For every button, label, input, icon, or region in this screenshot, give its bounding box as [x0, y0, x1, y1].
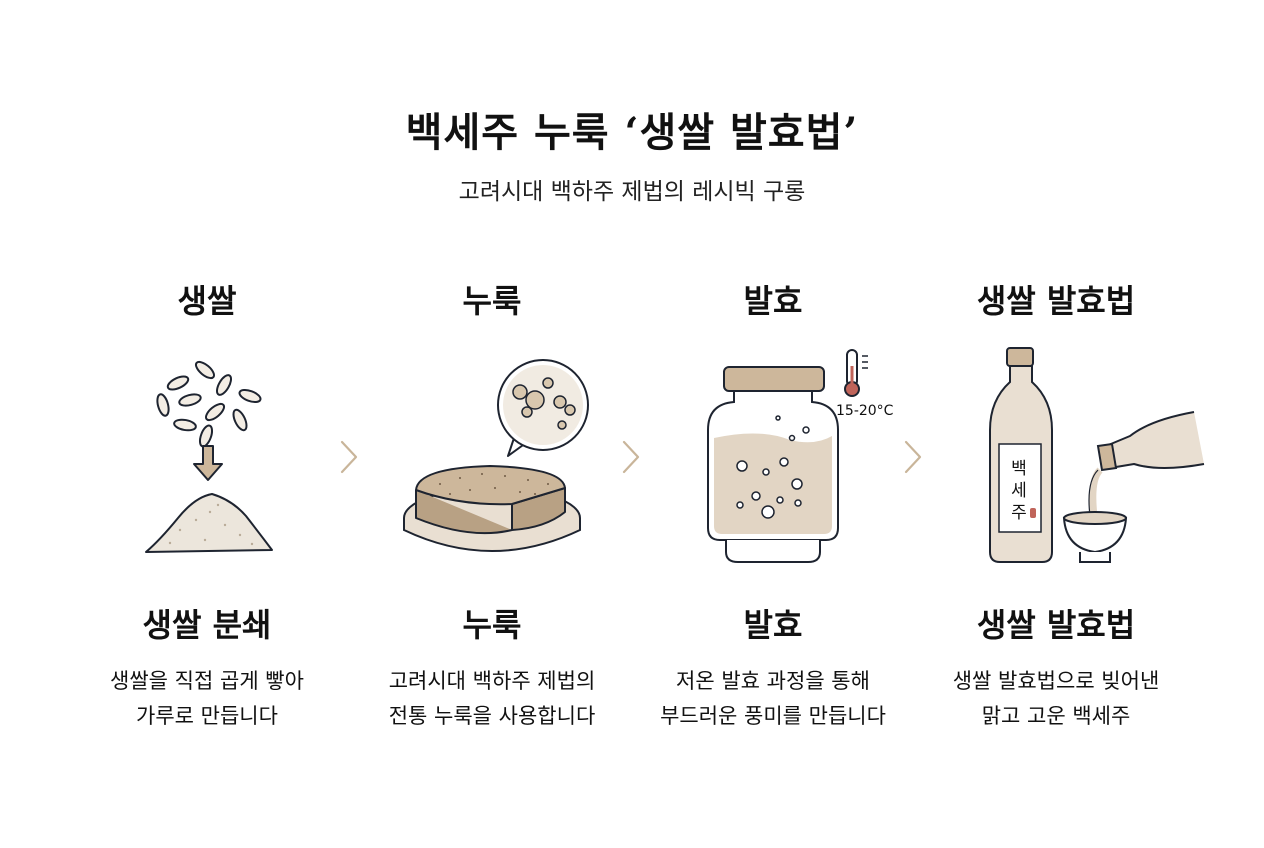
step-description-line: 생쌀 발효법으로 빚어낸	[952, 669, 1160, 693]
bottle-icon	[989, 347, 1053, 563]
step-title-2: 누룩	[462, 282, 522, 320]
step-title-3: 발효	[743, 282, 803, 320]
step-description-line: 맑고 고운 백세주	[981, 704, 1131, 728]
step-description-4: 생쌀 발효법으로 빚어낸 맑고 고운 백세주	[906, 664, 1206, 734]
step-description-line: 생쌀을 직접 곱게 빻아	[110, 669, 304, 693]
step-description-line: 가루로 만듭니다	[136, 704, 278, 728]
down-arrow-icon	[193, 445, 223, 481]
chevron-right-icon	[340, 440, 358, 474]
step-description-line: 고려시대 백하주 제법의	[388, 669, 596, 693]
rice-grains-icon	[156, 360, 262, 448]
cup-icon	[1062, 511, 1128, 563]
fermentation-jar-icon	[707, 366, 839, 563]
step-caption-1: 생쌀 분쇄	[142, 606, 272, 644]
pouring-bottle-icon	[1088, 411, 1205, 517]
step-description-line: 전통 누룩을 사용합니다	[388, 704, 596, 728]
chevron-right-icon	[904, 440, 922, 474]
page-title: 백세주 누룩 ‘생쌀 발효법’	[405, 109, 859, 156]
step-title-4: 생쌀 발효법	[976, 282, 1136, 320]
temperature-label: 15-20°C	[836, 403, 894, 419]
nuruk-cake-icon	[403, 465, 581, 552]
bottle-label-3: 주	[1011, 503, 1027, 523]
step-description-1: 생쌀을 직접 곱게 빻아 가루로 만듭니다	[57, 664, 357, 734]
step-description-3: 저온 발효 과정을 통해 부드러운 풍미를 만듭니다	[623, 664, 923, 734]
rice-powder-icon	[145, 493, 273, 553]
step-title-1: 생쌀	[177, 282, 237, 320]
step-caption-2: 누룩	[462, 606, 522, 644]
bottle-label-1: 백	[1011, 459, 1027, 479]
chevron-right-icon	[622, 440, 640, 474]
step-caption-3: 발효	[743, 606, 803, 644]
step-description-2: 고려시대 백하주 제법의 전통 누룩을 사용합니다	[342, 664, 642, 734]
page-subtitle: 고려시대 백하주 제법의 레시빅 구롱	[458, 179, 806, 205]
bottle-label-2: 세	[1011, 481, 1027, 501]
step-description-line: 부드러운 풍미를 만듭니다	[660, 704, 886, 728]
magnifier-bubble-icon	[497, 359, 589, 457]
thermometer-icon	[844, 349, 868, 397]
step-caption-4: 생쌀 발효법	[976, 606, 1136, 644]
step-description-line: 저온 발효 과정을 통해	[676, 669, 870, 693]
